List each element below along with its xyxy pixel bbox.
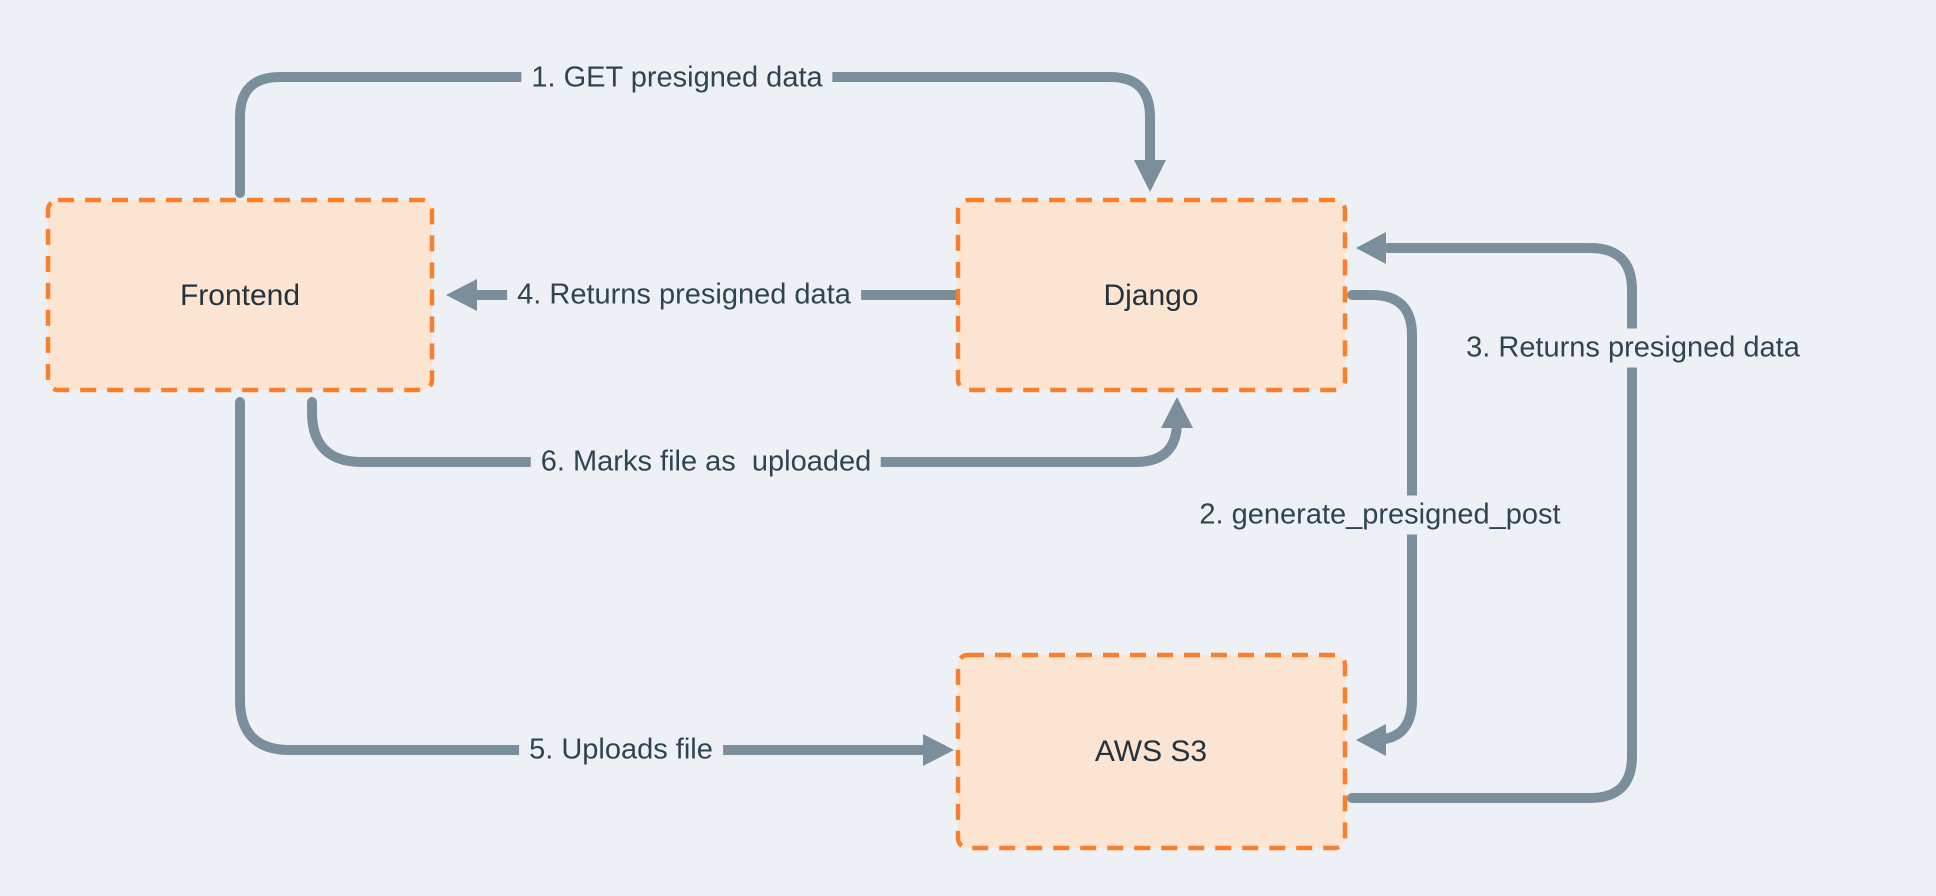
edge-4-arrowhead-icon: [446, 279, 477, 311]
node-frontend-box: [45, 197, 435, 393]
edge-3-path: [1347, 243, 1637, 803]
edge-1-label: 1. GET presigned data: [521, 58, 833, 98]
edge-3-arrowhead-icon: [1356, 232, 1386, 264]
edge-5-path: [235, 397, 930, 755]
edge-5-arrowhead-icon: [923, 734, 954, 766]
edge-2-arrowhead-icon: [1356, 724, 1386, 756]
edge-6-path: [307, 397, 1182, 467]
edge-6-label: 6. Marks file as uploaded: [530, 442, 882, 482]
node-django-box: [955, 197, 1348, 393]
node-aws-s3-box: [955, 652, 1348, 851]
edge-2-label: 2. generate_presigned_post: [1189, 495, 1571, 535]
node-frontend-label: Frontend: [179, 279, 301, 312]
edge-6-arrowhead-icon: [1161, 397, 1193, 428]
edge-1-arrowhead-icon: [1134, 160, 1166, 192]
node-aws-s3-label: AWS S3: [1094, 735, 1208, 768]
edge-2-path: [1347, 290, 1417, 745]
edge-5-label: 5. Uploads file: [519, 730, 723, 770]
node-django-label: Django: [1103, 279, 1199, 312]
edge-4-label: 4. Returns presigned data: [507, 275, 861, 315]
edge-3-label: 3. Returns presigned data: [1456, 328, 1810, 368]
